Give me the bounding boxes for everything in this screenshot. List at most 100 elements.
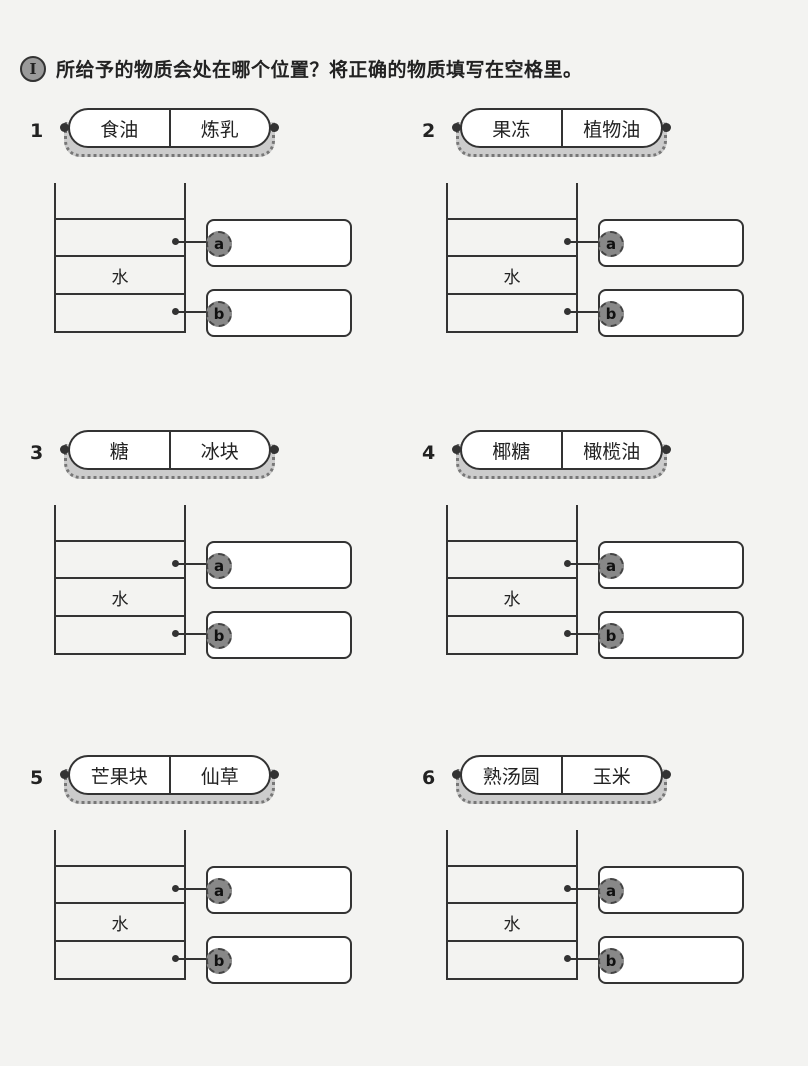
answer-box-b[interactable]: b	[598, 936, 744, 984]
connector-line	[567, 241, 599, 243]
pill-dot	[452, 445, 461, 454]
connector-line	[567, 563, 599, 565]
layer-line	[56, 865, 184, 867]
layer-line	[56, 615, 184, 617]
beaker: 水	[54, 183, 186, 333]
substance-item: 芒果块	[90, 765, 148, 788]
connector-line	[175, 241, 207, 243]
pill: 椰糖 橄榄油	[460, 430, 663, 470]
beaker: 水	[446, 505, 578, 655]
beaker: 水	[54, 505, 186, 655]
problem-number: 5	[30, 767, 44, 789]
substance-pill: 椰糖 橄榄油	[452, 430, 671, 479]
pill-dot	[270, 123, 279, 132]
pill-dot	[270, 445, 279, 454]
connector-line	[175, 633, 207, 635]
water-label: 水	[111, 268, 129, 288]
substance-pill: 食油 炼乳	[60, 108, 279, 157]
substance-item: 食油	[100, 118, 139, 141]
water-label: 水	[503, 915, 521, 935]
answer-box-b[interactable]: b	[206, 936, 352, 984]
substance-pill: 熟汤圆 玉米	[452, 755, 671, 804]
substance-item: 橄榄油	[560, 432, 662, 468]
label-a-badge: a	[206, 553, 232, 579]
substance-pill: 果冻 植物油	[452, 108, 671, 157]
pill: 食油 炼乳	[68, 108, 271, 148]
layer-line	[448, 940, 576, 942]
question-text: 所给予的物质会处在哪个位置？将正确的物质填写在空格里。	[56, 59, 583, 81]
layer-line	[448, 255, 576, 257]
label-b-badge: b	[598, 948, 624, 974]
problem-6: 6 熟汤圆 玉米 水 a	[414, 755, 794, 995]
problem-number: 3	[30, 442, 44, 464]
layer-line	[56, 577, 184, 579]
connector-line	[175, 563, 207, 565]
connector-line	[175, 311, 207, 313]
substance-item: 植物油	[560, 110, 662, 146]
pill-dot	[270, 770, 279, 779]
water-label: 水	[111, 590, 129, 610]
pill: 芒果块 仙草	[68, 755, 271, 795]
problem-4: 4 椰糖 橄榄油 水 a	[414, 430, 794, 670]
connector-line	[567, 958, 599, 960]
substance-item: 果冻	[492, 118, 531, 141]
pill: 糖 冰块	[68, 430, 271, 470]
label-b-badge: b	[206, 623, 232, 649]
layer-line	[448, 218, 576, 220]
label-a-badge: a	[206, 231, 232, 257]
substance-item: 椰糖	[492, 440, 531, 463]
layer-line	[56, 540, 184, 542]
layer-line	[56, 255, 184, 257]
pill-dot	[662, 445, 671, 454]
label-a-badge: a	[598, 878, 624, 904]
layer-line	[448, 540, 576, 542]
pill-dot	[662, 123, 671, 132]
answer-box-a[interactable]: a	[206, 541, 352, 589]
substance-item: 糖	[109, 440, 129, 463]
label-a-badge: a	[598, 231, 624, 257]
question-header: I 所给予的物质会处在哪个位置？将正确的物质填写在空格里。	[20, 55, 583, 82]
connector-line	[567, 888, 599, 890]
problem-number: 6	[422, 767, 436, 789]
answer-box-a[interactable]: a	[598, 866, 744, 914]
problem-number: 1	[30, 120, 44, 142]
pill-dot	[60, 770, 69, 779]
answer-box-a[interactable]: a	[598, 541, 744, 589]
pill-dot	[60, 123, 69, 132]
problem-5: 5 芒果块 仙草 水 a	[22, 755, 402, 995]
layer-line	[56, 218, 184, 220]
answer-box-b[interactable]: b	[598, 289, 744, 337]
problem-2: 2 果冻 植物油 水 a	[414, 108, 794, 348]
connector-line	[175, 888, 207, 890]
answer-box-b[interactable]: b	[206, 611, 352, 659]
layer-line	[448, 293, 576, 295]
layer-line	[56, 902, 184, 904]
problem-number: 2	[422, 120, 436, 142]
pill-dot	[452, 770, 461, 779]
answer-box-a[interactable]: a	[598, 219, 744, 267]
layer-line	[56, 293, 184, 295]
substance-item: 熟汤圆	[482, 765, 540, 788]
substance-item: 炼乳	[168, 110, 270, 146]
substance-item: 仙草	[168, 757, 270, 793]
pill: 果冻 植物油	[460, 108, 663, 148]
question-number-badge: I	[20, 55, 46, 82]
layer-line	[56, 940, 184, 942]
connector-line	[175, 958, 207, 960]
beaker: 水	[446, 830, 578, 980]
answer-box-b[interactable]: b	[598, 611, 744, 659]
pill-dot	[662, 770, 671, 779]
label-a-badge: a	[598, 553, 624, 579]
answer-box-a[interactable]: a	[206, 866, 352, 914]
answer-box-b[interactable]: b	[206, 289, 352, 337]
substance-pill: 糖 冰块	[60, 430, 279, 479]
water-label: 水	[111, 915, 129, 935]
layer-line	[448, 577, 576, 579]
label-b-badge: b	[206, 948, 232, 974]
substance-pill: 芒果块 仙草	[60, 755, 279, 804]
substance-item: 冰块	[168, 432, 270, 468]
connector-line	[567, 633, 599, 635]
layer-line	[448, 865, 576, 867]
answer-box-a[interactable]: a	[206, 219, 352, 267]
label-b-badge: b	[598, 623, 624, 649]
